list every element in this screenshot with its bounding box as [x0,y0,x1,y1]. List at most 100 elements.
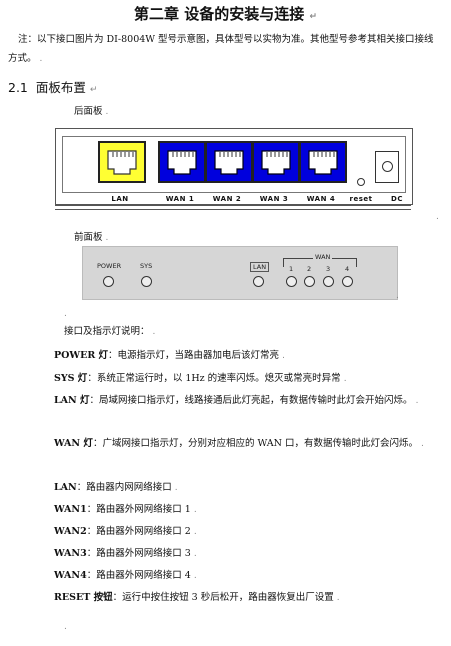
desc-text: ：路由器外网网络接口 3 [86,548,191,559]
chapter-title-text: 第二章 设备的安装与连接 [133,5,305,23]
wan4-port-label: WAN 4 [306,195,336,203]
desc-wan2: WAN2：路由器外网网络接口 2 . [8,522,440,542]
paragraph-end-mark: . [193,571,197,581]
wan2-led-number: 2 [307,265,312,273]
paragraph-end-mark: . [193,549,197,559]
desc-text: ：路由器外网网络接口 1 [86,504,191,515]
desc-term: WAN1 [54,504,87,515]
rear-panel-label: 后面板 . [74,103,108,117]
wan1-port [158,141,206,183]
desc-text: ：电源指示灯，当路由器加电后该灯常亮 [108,350,280,361]
desc-wan1: WAN1：路由器外网网络接口 1 . [8,500,440,520]
desc-wan3: WAN3：路由器外网网络接口 3 . [8,544,440,564]
desc-text: ：局域网接口指示灯，线路接通后此灯亮起，有数据传输时此灯会开始闪烁。 [89,395,413,406]
wan3-led-icon [323,276,334,287]
desc-text: ：广域网接口指示灯，分别对应相应的 WAN 口，有数据传输时此灯会闪烁。 [92,438,418,449]
wan-led-label: WAN [313,253,333,261]
desc-text: ：运行中按住按钮 3 秒后松开，路由器恢复出厂设置 [112,592,334,603]
rj45-socket-icon [167,150,197,175]
front-panel-label: 前面板 . [74,229,108,243]
desc-lan-led: LAN 灯：局域网接口指示灯，线路接通后此灯亮起，有数据传输时此灯会开始闪烁。 … [8,391,440,411]
wan2-port [205,141,253,183]
front-panel-diagram: POWER SYS LAN WAN 1 2 3 4 [82,246,398,300]
wan3-port-label: WAN 3 [259,195,289,203]
paragraph-end-mark: . [64,622,67,632]
desc-text: ：路由器外网网络接口 4 [86,570,191,581]
rear-panel-diagram: LAN WAN 1 WAN 2 WAN 3 WAN 4 reset DC [55,128,413,205]
desc-term: SYS 灯 [54,373,88,384]
paragraph-end-mark: . [420,439,424,449]
paragraph-end-mark: . [282,351,285,361]
wan1-led-number: 1 [289,265,294,273]
lan-port [98,141,146,183]
section-title: 面板布置 [35,80,86,95]
rear-panel-frame [62,136,406,193]
paragraph-end-mark: . [436,212,439,222]
paragraph-end-mark: . [415,396,419,406]
desc-text: ：路由器外网网络接口 2 [86,526,191,537]
wan3-port [252,141,300,183]
note-paragraph: 注：以下接口图片为 DI-8004W 型号示意图，具体型号以实物为准。其他型号参… [8,30,438,69]
lan-led-label: LAN [250,262,270,272]
note-text: 注：以下接口图片为 DI-8004W 型号示意图，具体型号以实物为准。其他型号参… [8,34,434,64]
desc-reset: RESET 按钮：运行中按住按钮 3 秒后松开，路由器恢复出厂设置 . [8,588,440,608]
paragraph-end-mark: . [105,233,109,243]
desc-term: RESET 按钮 [54,592,113,603]
wan2-led-icon [304,276,315,287]
desc-term: WAN 灯 [54,438,93,449]
desc-lan: LAN：路由器内网网络接口 . [8,478,440,498]
power-led-label: POWER [97,262,122,270]
desc-sys: SYS 灯：系统正常运行时，以 1Hz 的速率闪烁。熄灭或常亮时异常 . [8,369,440,389]
front-panel-label-text: 前面板 [74,232,103,243]
desc-wan-led: WAN 灯：广域网接口指示灯，分别对应相应的 WAN 口，有数据传输时此灯会闪烁… [8,434,440,454]
wan1-led-icon [286,276,297,287]
desc-term: WAN2 [54,526,87,537]
paragraph-end-mark: . [343,374,347,384]
paragraph-end-mark: . [174,483,178,493]
interface-heading-text: 接口及指示灯说明： [64,326,150,337]
desc-wan4: WAN4：路由器外网网络接口 4 . [8,566,440,586]
desc-term: WAN3 [54,548,87,559]
dc-label: DC [391,195,403,203]
reset-label: reset [349,195,373,203]
rj45-socket-icon [308,150,338,175]
desc-term: LAN 灯 [54,395,90,406]
wan4-port [299,141,347,183]
wan1-port-label: WAN 1 [165,195,195,203]
paragraph-end-mark: . [193,505,197,515]
power-led-icon [103,276,114,287]
rj45-socket-icon [214,150,244,175]
paragraph-end-mark: . [39,54,43,64]
paragraph-mark-icon: ↵ [309,12,317,22]
desc-term: LAN [54,482,77,493]
sys-led-icon [141,276,152,287]
lan-port-label: LAN [111,195,129,203]
desc-term: POWER 灯 [54,350,109,361]
reset-hole-icon [357,178,365,186]
paragraph-end-mark: . [64,309,67,319]
chapter-title: 第二章 设备的安装与连接 ↵ [0,3,451,24]
rear-panel-base [55,205,411,210]
paragraph-end-mark: . [193,527,197,537]
sys-led-label: SYS [140,262,153,270]
paragraph-end-mark: . [396,291,399,301]
wan2-port-label: WAN 2 [212,195,242,203]
paragraph-end-mark: . [105,107,109,117]
desc-power: POWER 灯：电源指示灯，当路由器加电后该灯常亮 . [8,346,440,366]
lan-led-icon [253,276,264,287]
paragraph-end-mark: . [152,327,156,337]
rear-panel-label-text: 后面板 [74,106,103,117]
dc-power-jack [375,151,399,183]
wan4-led-icon [342,276,353,287]
wan3-led-number: 3 [326,265,331,273]
section-number: 2.1 [8,80,28,95]
paragraph-mark-icon: ↵ [89,85,98,95]
desc-term: WAN4 [54,570,87,581]
dc-jack-icon [382,161,393,172]
paragraph-end-mark: . [336,593,340,603]
desc-text: ：系统正常运行时，以 1Hz 的速率闪烁。熄灭或常亮时异常 [87,373,341,384]
rj45-socket-icon [261,150,291,175]
desc-text: ：路由器内网网络接口 [76,482,172,493]
rj45-socket-icon [107,150,137,175]
section-heading: 2.1 面板布置 ↵ [8,77,97,96]
